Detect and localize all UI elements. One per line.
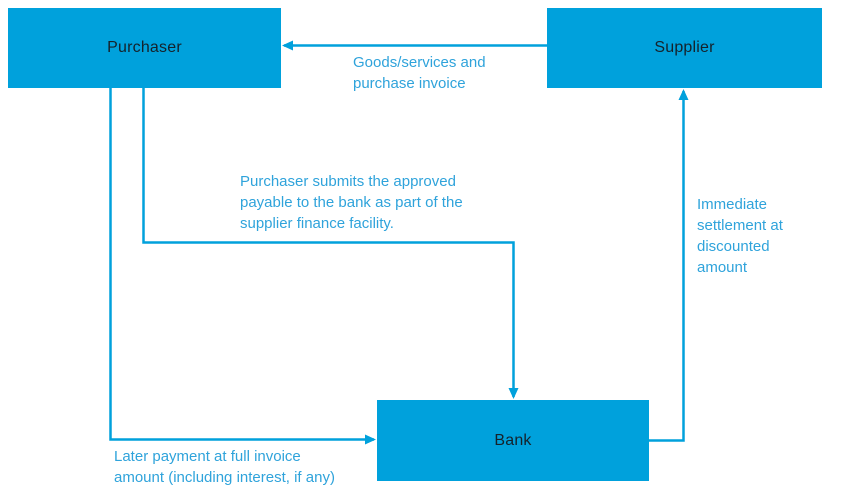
arrow-purchaser-to-bank-payment [109,88,376,445]
edge-label-line: Immediate [697,196,768,213]
edge-label-payable-submission: Purchaser submits the approved payable t… [240,171,463,234]
node-purchaser-label: Purchaser [107,39,182,56]
edge-label-line: supplier finance facility. [240,215,394,232]
edge-label-immediate-settlement: Immediate settlement at discounted amoun… [697,194,783,278]
edge-label-line: Goods/services and [353,54,486,71]
edge-label-line: amount [697,259,748,276]
edge-label-goods-services: Goods/services and purchase invoice [353,52,486,94]
edge-label-line: settlement at [697,217,783,234]
arrow-bank-to-supplier [649,89,689,442]
arrow-purchaser-to-bank-payable [142,88,519,399]
node-bank: Bank [377,400,649,481]
node-purchaser: Purchaser [8,8,281,88]
edge-label-later-payment: Later payment at full invoice amount (in… [114,446,335,488]
edge-label-line: Later payment at full invoice [114,448,301,465]
edge-label-line: payable to the bank as part of the [240,194,463,211]
edge-label-line: amount (including interest, if any) [114,469,335,486]
node-bank-label: Bank [494,431,532,449]
node-supplier: Supplier [547,8,822,88]
node-supplier-label: Supplier [654,39,715,56]
edge-label-line: discounted [697,238,770,255]
edge-label-line: purchase invoice [353,75,466,92]
edge-label-line: Purchaser submits the approved [240,173,456,190]
